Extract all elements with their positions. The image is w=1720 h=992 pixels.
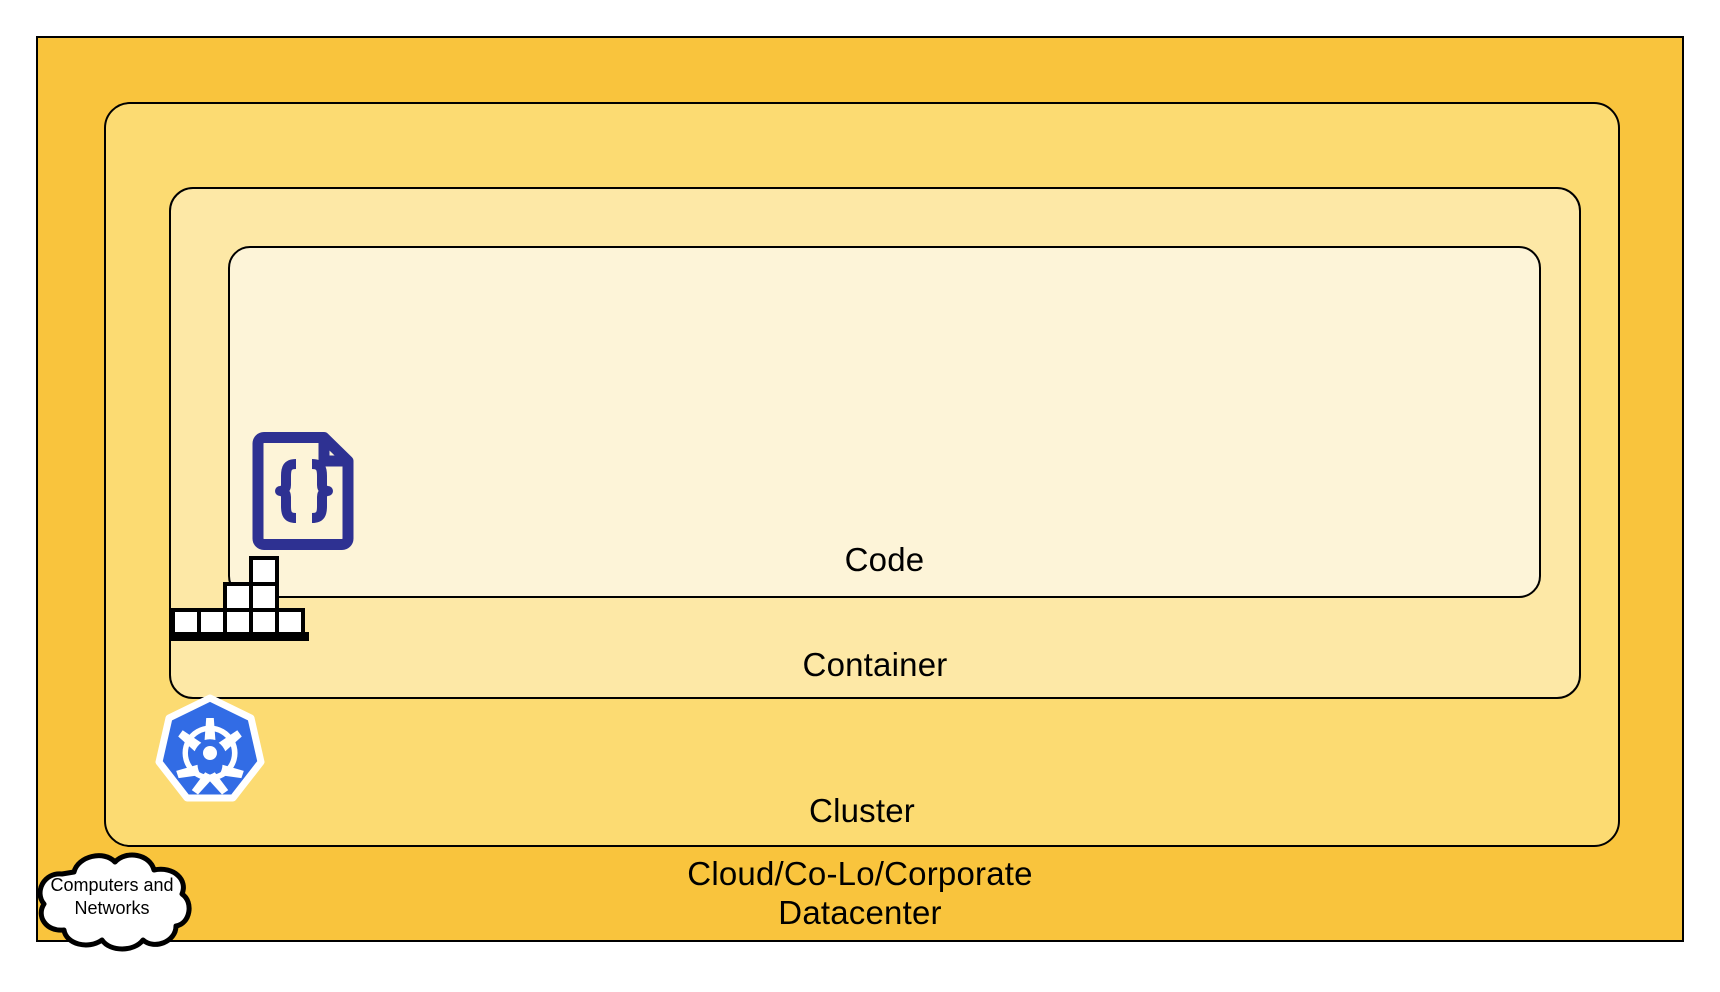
layer-cluster[interactable]: Code — [104, 102, 1620, 847]
container-blocks-icon — [169, 554, 309, 641]
kubernetes-icon — [153, 694, 267, 810]
layer-container[interactable]: Code — [169, 187, 1581, 699]
layer-datacenter[interactable]: Code — [36, 36, 1684, 942]
cloud-icon — [37, 852, 192, 952]
cloud-callout-label-line1: Computers and — [50, 875, 174, 895]
layer-container-label: Container — [802, 646, 948, 683]
layer-cluster-label: Cluster — [809, 792, 915, 829]
layer-datacenter-label-line1: Cloud/Co-Lo/Corporate — [687, 855, 1033, 892]
cloud-callout-label-line2: Networks — [74, 898, 150, 918]
layer-code-label: Code — [844, 541, 925, 578]
layer-datacenter-label: Cloud/Co-Lo/Corporate Datacenter — [38, 854, 1682, 932]
computers-and-networks-cloud[interactable]: Computers and Networks — [30, 848, 194, 952]
layer-datacenter-label-line2: Datacenter — [778, 894, 942, 931]
layer-code[interactable]: Code — [228, 246, 1541, 598]
cloud-callout-label: Computers and Networks — [36, 874, 188, 920]
code-json-document-icon — [252, 428, 356, 550]
